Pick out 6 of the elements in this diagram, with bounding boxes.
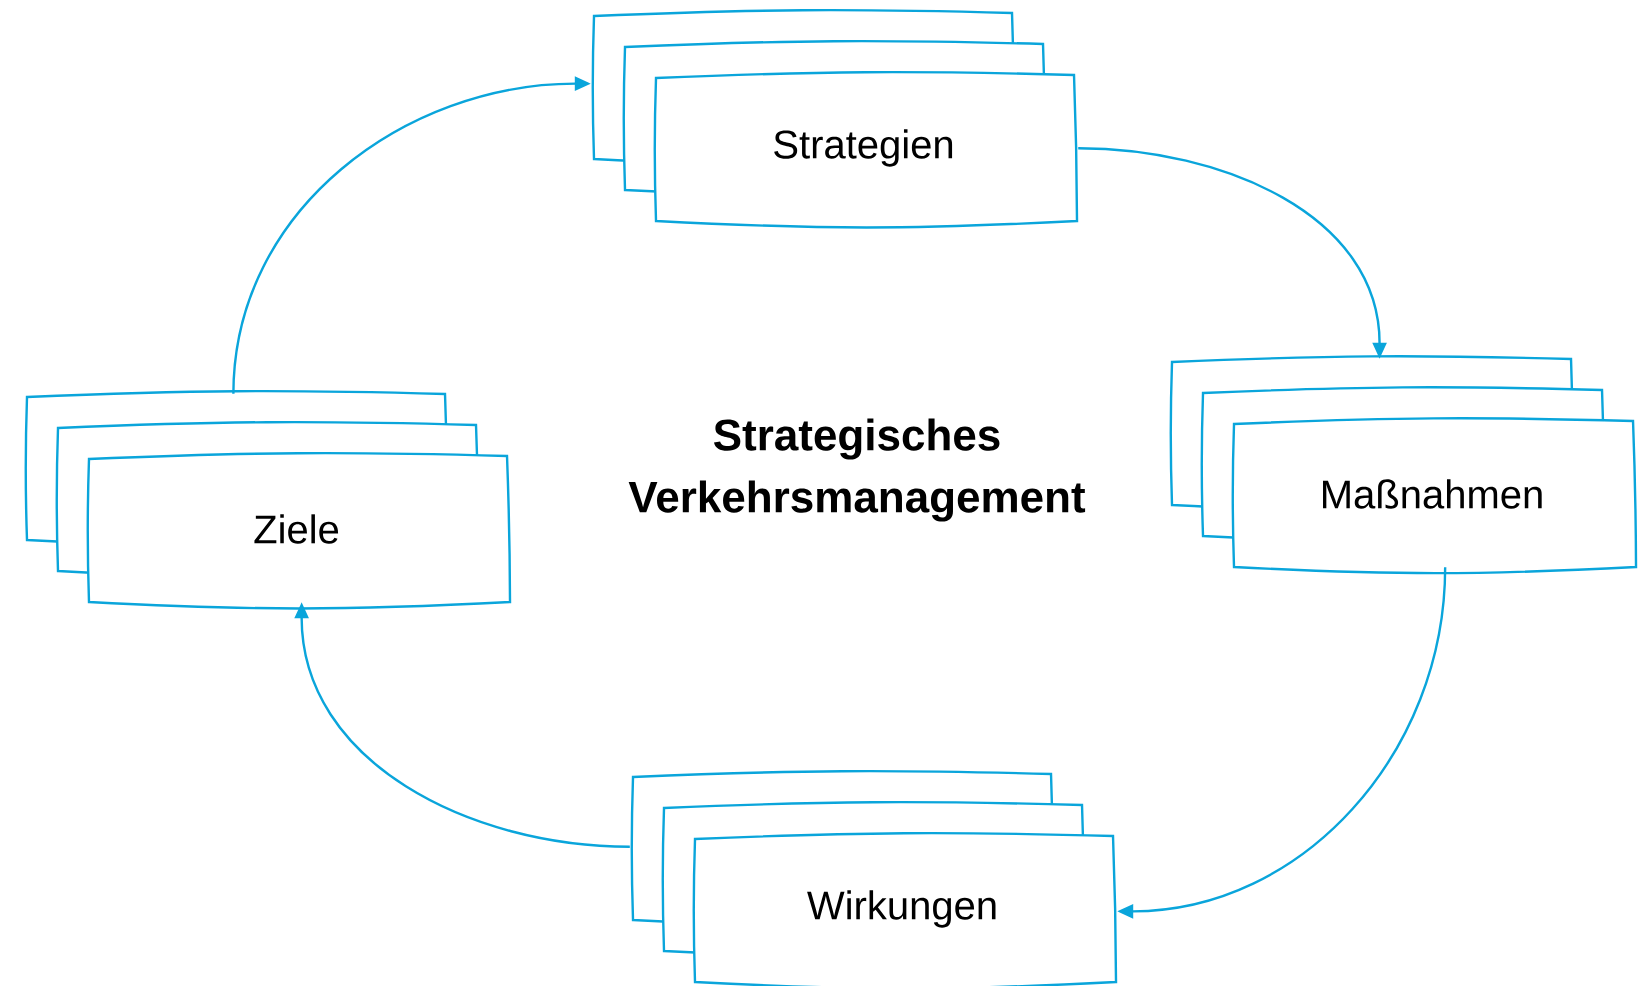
stacked-box: Maßnahmen [1169, 355, 1638, 575]
stacked-box: Ziele [24, 389, 512, 610]
stacked-box: Strategien [591, 8, 1079, 229]
stacked-box: Wirkungen [630, 769, 1118, 986]
node-label: Maßnahmen [1323, 479, 1542, 509]
title: Strategisches Verkehrsmanagement [628, 418, 1086, 522]
